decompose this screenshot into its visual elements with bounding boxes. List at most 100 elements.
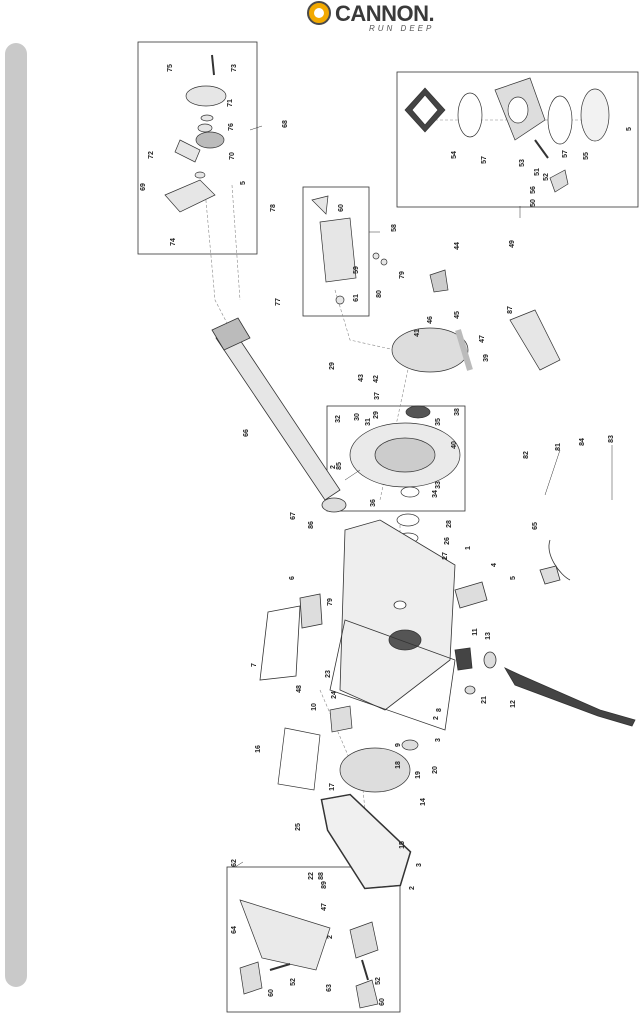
callout-c82: 82	[523, 451, 530, 459]
part-gear	[195, 131, 225, 149]
part-drum-hub	[374, 437, 436, 473]
part-washer	[200, 114, 214, 122]
callout-c20: 20	[432, 766, 439, 774]
part-housing-bearing	[388, 629, 422, 651]
part-nut	[464, 685, 476, 695]
part-circuit-board	[277, 727, 321, 791]
group-box-49	[396, 71, 639, 208]
part-handle-hub	[349, 921, 379, 959]
part-spring	[361, 959, 369, 981]
callout-c32: 32	[335, 415, 342, 423]
callout-c40: 40	[451, 441, 458, 449]
logo-circle-icon	[307, 1, 331, 25]
part-o-ring	[547, 95, 573, 145]
callout-c50: 50	[530, 199, 537, 207]
part-knob	[549, 169, 569, 193]
callout-c86: 86	[308, 521, 315, 529]
callout-c70: 70	[229, 152, 236, 160]
callout-c76: 76	[228, 123, 235, 131]
callout-c58: 58	[391, 224, 398, 232]
callout-c89: 89	[321, 881, 328, 889]
part-connector	[454, 647, 473, 671]
callout-c33: 33	[435, 481, 442, 489]
callout-c79b: 79	[327, 598, 334, 606]
callout-c2c: 2	[409, 886, 416, 890]
callout-c2a: 2	[330, 465, 337, 469]
callout-c37: 37	[374, 392, 381, 400]
callout-c35: 35	[435, 418, 442, 426]
callout-c13: 13	[485, 632, 492, 640]
callout-c85: 85	[336, 462, 343, 470]
callout-c59: 59	[353, 266, 360, 274]
callout-c52c: 52	[375, 977, 382, 985]
callout-c81: 81	[555, 443, 562, 451]
callout-c49: 49	[509, 240, 516, 248]
callout-c27: 27	[442, 552, 449, 560]
callout-c19: 19	[415, 771, 422, 779]
callout-c57a: 57	[481, 156, 488, 164]
callout-c6: 6	[289, 576, 296, 580]
part-housing-hole	[393, 600, 407, 610]
part-bottom-cover	[321, 794, 411, 889]
part-washer	[396, 513, 420, 527]
callout-c43: 43	[358, 374, 365, 382]
callout-c31: 31	[365, 418, 372, 426]
callout-c7: 7	[251, 663, 258, 667]
callout-c55: 55	[583, 152, 590, 160]
callout-c72: 72	[148, 151, 155, 159]
part-handle	[455, 329, 473, 371]
callout-c69: 69	[140, 183, 147, 191]
callout-c88: 88	[318, 872, 325, 880]
callout-c5a: 5	[240, 181, 247, 185]
callout-c10: 10	[311, 703, 318, 711]
callout-c29b: 29	[373, 411, 380, 419]
callout-c29a: 29	[329, 362, 336, 370]
callout-c42: 42	[373, 375, 380, 383]
callout-c45: 45	[454, 311, 461, 319]
part-label-plate	[259, 605, 301, 681]
callout-c73: 73	[231, 64, 238, 72]
callout-c87: 87	[507, 306, 514, 314]
brand-tagline: RUN DEEP	[369, 24, 435, 33]
group-box-29	[326, 405, 466, 512]
part-knob	[355, 979, 379, 1009]
callout-c62: 62	[231, 859, 238, 867]
callout-c64: 64	[231, 926, 238, 934]
callout-c17: 17	[329, 783, 336, 791]
brand-logo: CANNON. RUN DEEP	[307, 0, 477, 34]
brand-name: CANNON.	[335, 1, 435, 26]
callout-c60a: 60	[338, 204, 345, 212]
callout-c3a: 3	[435, 738, 442, 742]
callout-c3b: 3	[416, 863, 423, 867]
callout-c61: 61	[353, 294, 360, 302]
callout-c44: 44	[454, 242, 461, 250]
callout-c57b: 57	[562, 150, 569, 158]
callout-c14: 14	[420, 798, 427, 806]
part-cover	[580, 88, 610, 142]
callout-c74: 74	[170, 238, 177, 246]
part-cord	[548, 539, 571, 581]
callout-c65: 65	[532, 522, 539, 530]
callout-c56: 56	[530, 186, 537, 194]
part-motor	[339, 747, 411, 793]
callout-c2b: 2	[433, 716, 440, 720]
part-o-ring	[457, 92, 483, 138]
part-plug	[539, 565, 561, 585]
callout-c39: 39	[483, 354, 490, 362]
side-bar-decoration	[5, 43, 27, 987]
part-boom-tube	[215, 327, 341, 501]
callout-c51: 51	[534, 168, 541, 176]
group-box-62	[226, 866, 401, 1013]
part-gasket	[329, 619, 456, 731]
part-latch-body	[319, 217, 357, 283]
callout-c80: 80	[376, 290, 383, 298]
callout-c18: 18	[395, 761, 402, 769]
callout-c60c: 60	[379, 998, 386, 1006]
callout-c11: 11	[472, 628, 479, 636]
callout-c34: 34	[432, 490, 439, 498]
part-bushing	[194, 171, 206, 179]
callout-c84: 84	[579, 438, 586, 446]
part-spring	[269, 963, 291, 971]
part-pulley	[401, 739, 419, 751]
